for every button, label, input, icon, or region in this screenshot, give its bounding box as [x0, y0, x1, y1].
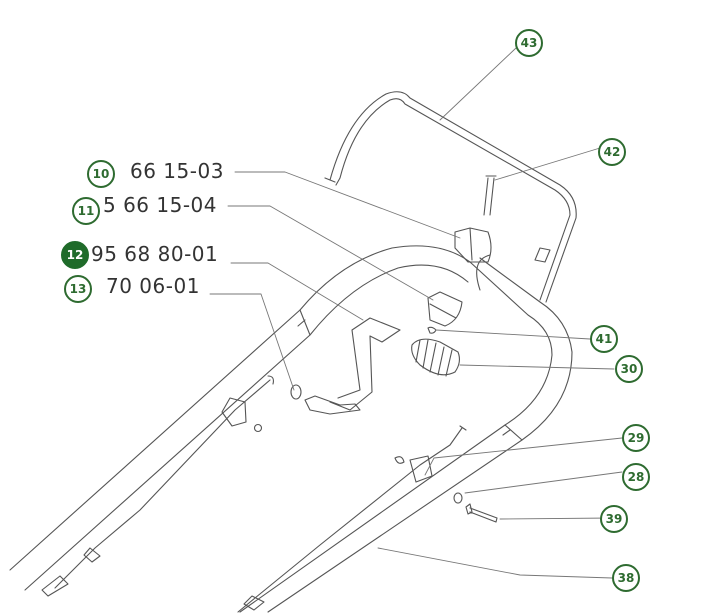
callout-29: 29 — [622, 424, 650, 452]
part-number-10: 66 15-03 — [130, 159, 224, 183]
cable-right — [237, 425, 467, 613]
part-number-11: 5 66 15-04 — [103, 193, 218, 217]
bolt-39 — [465, 503, 498, 523]
callout-38: 38 — [612, 564, 640, 592]
spring-30 — [411, 338, 461, 376]
lower-handle-left — [9, 245, 471, 571]
callout-30: 30 — [615, 355, 643, 383]
lever-12 — [329, 317, 401, 411]
callout-39: 39 — [600, 505, 628, 533]
bracket-11 — [427, 291, 463, 327]
bolt-42 — [483, 175, 497, 216]
callout-42: 42 — [598, 138, 626, 166]
callout-41: 41 — [590, 325, 618, 353]
callout-28: 28 — [622, 463, 650, 491]
bracket-10 — [454, 227, 492, 263]
callout-10: 10 — [87, 160, 115, 188]
callout-12: 12 — [61, 241, 89, 269]
callout-13: 13 — [64, 275, 92, 303]
cable-left — [54, 375, 274, 589]
part-number-12: 95 68 80-01 — [91, 242, 219, 266]
callout-43: 43 — [515, 29, 543, 57]
callout-11: 11 — [72, 197, 100, 225]
upper-handle — [335, 98, 571, 301]
part-number-13: 70 06-01 — [106, 274, 200, 298]
lower-handle-right — [239, 261, 553, 613]
